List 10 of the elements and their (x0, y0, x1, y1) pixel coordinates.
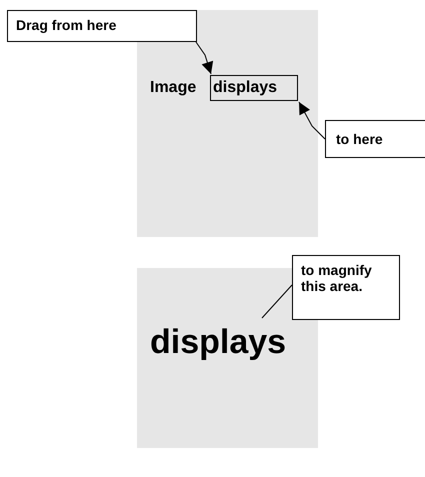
callout-box: to magnify this area. (292, 255, 400, 320)
arrow (196, 42, 214, 74)
callout-box: to here (325, 120, 425, 158)
arrow (298, 102, 326, 140)
image-panel (137, 10, 318, 237)
selection-rectangle: displays (210, 75, 298, 101)
image-label: Image (150, 79, 196, 97)
callout-box: Drag from here (7, 10, 197, 42)
magnified-word: displays (150, 323, 286, 362)
leader-line (262, 284, 292, 318)
